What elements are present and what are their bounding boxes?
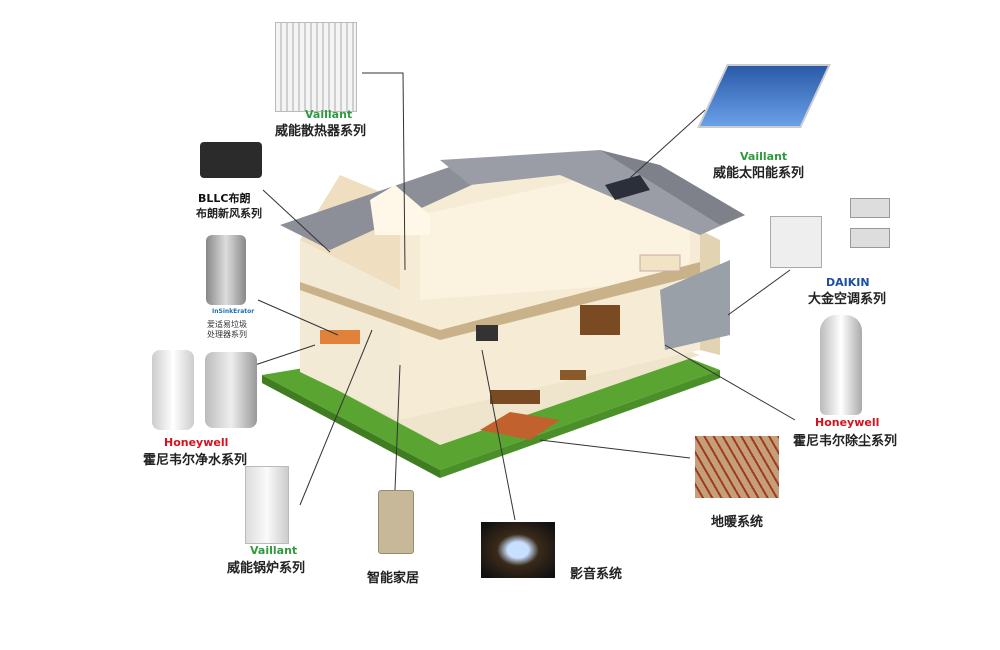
vaillant-logo-radiator: Vaillant (305, 108, 353, 121)
kitchen-counter (320, 330, 360, 344)
cabinet (580, 305, 620, 335)
lawn-edge (262, 375, 440, 478)
bed (639, 254, 681, 272)
boiler-image (245, 466, 289, 544)
radiator-image (275, 22, 357, 112)
tv (476, 325, 498, 341)
label-garbage-line2: 处理器系列 (207, 330, 247, 339)
label-boiler: 威能锅炉系列 (227, 561, 306, 576)
bllc-logo: BLLC布朗 (198, 192, 251, 205)
line-smart-home (394, 364, 401, 491)
water-tank-image (205, 352, 257, 428)
line-floor-heating (539, 439, 691, 459)
vaillant-logo-boiler: Vaillant (250, 544, 298, 557)
line-solar (629, 109, 706, 179)
label-smart-home: 智能家居 (367, 571, 420, 586)
label-av-system: 影音系统 (570, 567, 623, 582)
label-aircon: 大金空调系列 (808, 292, 887, 307)
label-garbage-line1: 爱适易垃圾 (207, 320, 247, 329)
ac-indoor-unit-2 (850, 228, 890, 248)
home-theater-image (481, 522, 555, 578)
central-vacuum-image (820, 315, 862, 415)
label-solar: 威能太阳能系列 (713, 166, 805, 181)
insinkerator-logo: InSinkErator (212, 308, 255, 315)
ac-outdoor-unit-image (770, 216, 822, 268)
floor-slab (300, 262, 720, 340)
line-fresh-air (262, 189, 331, 253)
floor-heating-patch (480, 412, 560, 440)
garbage-disposer-image (206, 235, 246, 305)
daikin-logo: DAIKIN (826, 276, 870, 289)
interior-room-upper (420, 175, 690, 300)
label-water: 霍尼韦尔净水系列 (143, 453, 248, 468)
line-radiator (362, 72, 406, 271)
fresh-air-unit-image (200, 142, 262, 178)
floor-heating-image (695, 436, 779, 498)
line-aircon (727, 269, 791, 316)
line-boiler (299, 329, 373, 506)
roof-right (600, 150, 745, 225)
line-garbage (257, 299, 339, 336)
roof-solar (605, 175, 650, 200)
honeywell-logo-dust: Honeywell (815, 416, 880, 429)
garage (660, 260, 730, 350)
line-av (481, 349, 516, 521)
table (560, 370, 586, 380)
smart-keypad-image (378, 490, 414, 554)
line-dust (664, 344, 796, 421)
vaillant-logo-solar: Vaillant (740, 150, 788, 163)
roof-gable (370, 185, 430, 235)
label-radiator: 威能散热器系列 (275, 124, 367, 139)
sofa (490, 390, 540, 404)
ac-indoor-unit-1 (850, 198, 890, 218)
lawn-edge-right (440, 370, 720, 478)
roof-main (440, 150, 745, 235)
label-dust: 霍尼韦尔除尘系列 (793, 434, 898, 449)
label-fresh-air: 布朗新风系列 (196, 207, 262, 220)
honeywell-logo-water: Honeywell (164, 436, 229, 449)
water-softener-image (152, 350, 194, 430)
label-floor-heating: 地暖系统 (711, 515, 764, 530)
